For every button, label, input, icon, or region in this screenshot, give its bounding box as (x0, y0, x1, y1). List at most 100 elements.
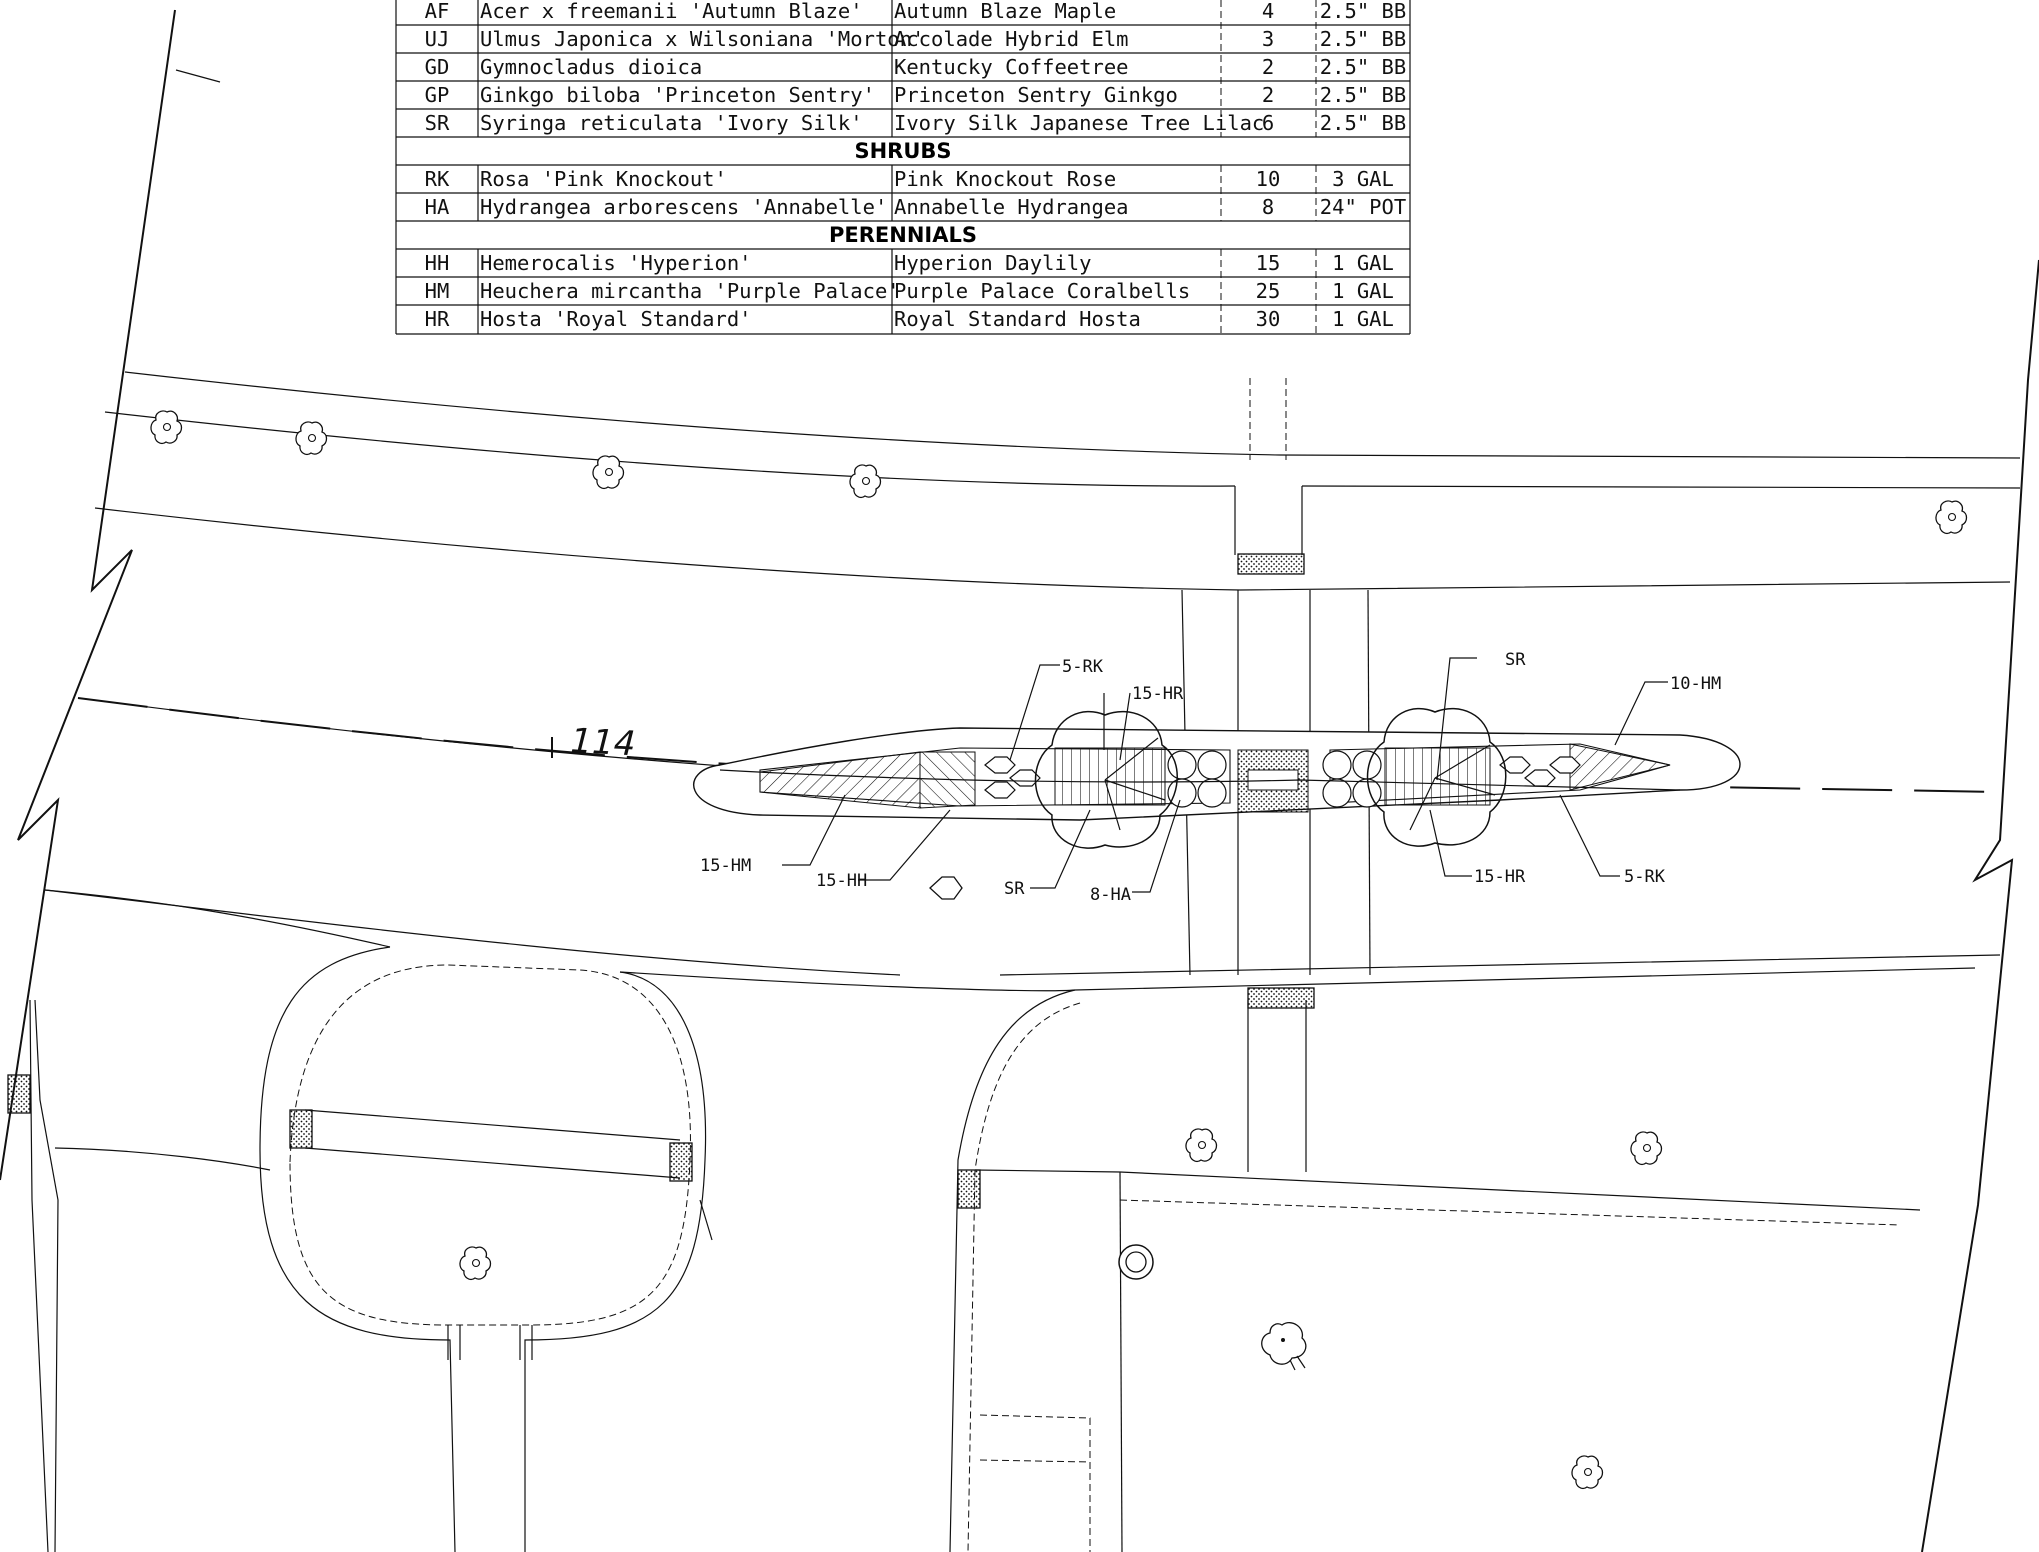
callout-15-hr-bottom: 15-HR (1474, 867, 1526, 887)
size: 2.5" BB (1320, 27, 1406, 51)
plant-code: RK (425, 167, 450, 191)
detectable-warning-panel (1237, 553, 1305, 575)
plant-code: AF (425, 0, 450, 23)
quantity: 3 (1262, 27, 1274, 51)
plant-schedule-table: AF Acer x freemanii 'Autumn Blaze' Autum… (395, 0, 1411, 335)
tree-icon (459, 1246, 492, 1281)
callout-sr: SR (1505, 650, 1526, 670)
botanical-name: Ginkgo biloba 'Princeton Sentry' (480, 83, 875, 107)
quantity: 2 (1262, 83, 1274, 107)
right-break-line (1921, 259, 2039, 1552)
size: 2.5" BB (1320, 111, 1406, 135)
perennials-section-header: PERENNIALS (829, 223, 977, 247)
size: 1 GAL (1332, 279, 1394, 303)
plant-code: HA (425, 195, 450, 219)
table-row: HA Hydrangea arborescens 'Annabelle' Ann… (425, 195, 1407, 219)
tree-icon (295, 421, 328, 456)
callout-8-ha: 8-HA (1090, 885, 1131, 905)
tree-icon (1185, 1128, 1218, 1163)
botanical-name: Syringa reticulata 'Ivory Silk' (480, 111, 863, 135)
plant-code: HH (425, 251, 450, 275)
table-row: UJ Ulmus Japonica x Wilsoniana 'Morton' … (425, 27, 1407, 51)
size: 2.5" BB (1320, 0, 1406, 23)
table-row: HM Heuchera mircantha 'Purple Palace' Pu… (425, 279, 1394, 303)
callout-5-rk-bottom: 5-RK (1624, 867, 1666, 887)
callout-10-hm: 10-HM (1670, 674, 1721, 694)
loop-drive (7, 946, 713, 1552)
size: 1 GAL (1332, 307, 1394, 331)
quantity: 10 (1256, 167, 1281, 191)
botanical-name: Rosa 'Pink Knockout' (480, 167, 727, 191)
botanical-name: Heuchera mircantha 'Purple Palace' (480, 279, 900, 303)
quantity: 6 (1262, 111, 1274, 135)
common-name: Autumn Blaze Maple (894, 0, 1116, 23)
detectable-warning-panel (1247, 987, 1315, 1009)
callout-15-hr: 15-HR (1132, 684, 1184, 704)
botanical-name: Hydrangea arborescens 'Annabelle' (480, 195, 887, 219)
plant-callouts (782, 657, 1668, 893)
common-name: Royal Standard Hosta (894, 307, 1141, 331)
quantity: 15 (1256, 251, 1281, 275)
quantity: 25 (1256, 279, 1281, 303)
lilac-tree-left (1034, 710, 1178, 849)
north-drive (1234, 378, 1305, 575)
shrub-cluster-icon (1261, 1322, 1307, 1371)
left-break-line (0, 9, 176, 1181)
table-row: HH Hemerocalis 'Hyperion' Hyperion Dayli… (425, 251, 1394, 275)
table-row: GP Ginkgo biloba 'Princeton Sentry' Prin… (425, 83, 1407, 107)
detectable-warning-panel (289, 1109, 313, 1149)
existing-trees (150, 410, 1968, 1490)
tree-icon (849, 464, 882, 499)
plant-code: SR (425, 111, 450, 135)
detectable-warning-panel (669, 1142, 693, 1182)
tree-icon (592, 455, 625, 490)
common-name: Annabelle Hydrangea (894, 195, 1129, 219)
station-label: 114 (570, 721, 637, 764)
size: 24" POT (1320, 195, 1406, 219)
plant-code: GP (425, 83, 450, 107)
size: 3 GAL (1332, 167, 1394, 191)
callout-5-rk: 5-RK (1062, 657, 1104, 677)
utility-symbols (1118, 1244, 1307, 1371)
botanical-name: Acer x freemanii 'Autumn Blaze' (480, 0, 863, 23)
common-name: Accolade Hybrid Elm (894, 27, 1129, 51)
north-sidewalk (94, 371, 2021, 591)
table-row: HR Hosta 'Royal Standard' Royal Standard… (425, 307, 1394, 331)
hydrangea-shrubs (1167, 750, 1382, 808)
tree-icon (1571, 1455, 1604, 1490)
detectable-warning-panel (957, 1169, 981, 1209)
tree-icon (1935, 500, 1968, 535)
callout-15-hh: 15-HH (816, 871, 867, 891)
median-island (693, 707, 1741, 849)
common-name: Pink Knockout Rose (894, 167, 1116, 191)
botanical-name: Ulmus Japonica x Wilsoniana 'Morton' (480, 27, 924, 51)
tree-icon (1630, 1131, 1663, 1166)
common-name: Hyperion Daylily (894, 251, 1091, 275)
rose-shrubs (984, 756, 1581, 799)
botanical-name: Hosta 'Royal Standard' (480, 307, 752, 331)
common-name: Ivory Silk Japanese Tree Lilac (894, 111, 1264, 135)
table-row: GD Gymnocladus dioica Kentucky Coffeetre… (425, 55, 1407, 79)
common-name: Kentucky Coffeetree (894, 55, 1129, 79)
common-name: Princeton Sentry Ginkgo (894, 83, 1178, 107)
tree-icon (150, 410, 183, 445)
callout-15-hm: 15-HM (700, 856, 751, 876)
road-centerline (77, 697, 2001, 793)
manhole-icon (1118, 1244, 1154, 1280)
size: 1 GAL (1332, 251, 1394, 275)
plant-code: HR (425, 307, 450, 331)
botanical-name: Hemerocalis 'Hyperion' (480, 251, 752, 275)
botanical-name: Gymnocladus dioica (480, 55, 702, 79)
quantity: 2 (1262, 55, 1274, 79)
tick-mark (175, 69, 221, 83)
table-row: SR Syringa reticulata 'Ivory Silk' Ivory… (425, 111, 1407, 135)
shrubs-section-header: SHRUBS (854, 139, 951, 163)
plant-code: UJ (425, 27, 450, 51)
quantity: 4 (1262, 0, 1274, 23)
table-row: RK Rosa 'Pink Knockout' Pink Knockout Ro… (425, 167, 1394, 191)
table-row: AF Acer x freemanii 'Autumn Blaze' Autum… (425, 0, 1407, 23)
callout-sr-bottom: SR (1004, 879, 1025, 899)
hexagon-marker (929, 876, 963, 900)
detectable-warning-panel (7, 1074, 31, 1114)
